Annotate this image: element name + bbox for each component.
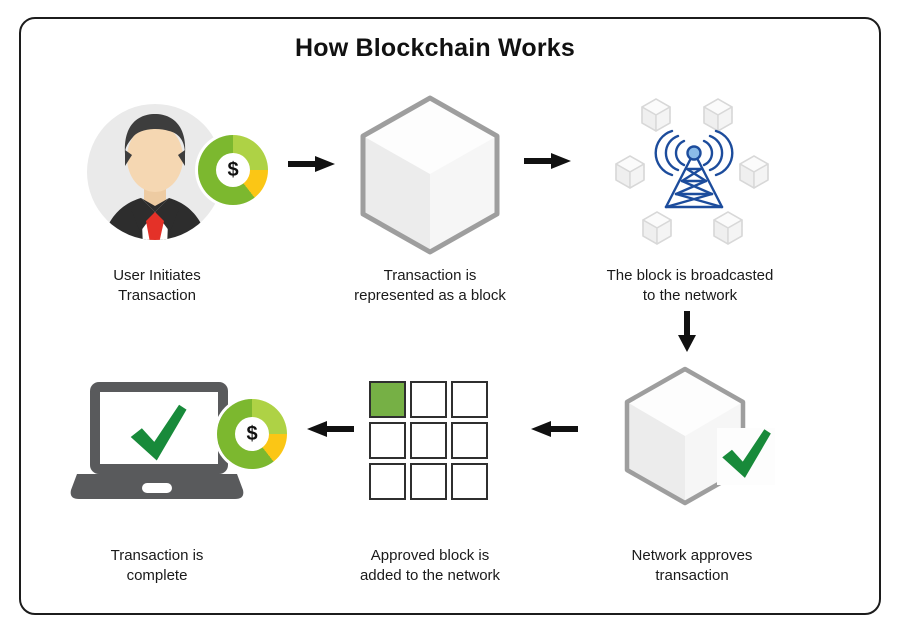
dollar-sign: $ [216,153,250,187]
grid-cell [451,463,488,500]
network-broadcast-icon [615,98,769,245]
approved-cube-icon [624,366,775,506]
grid-cell [369,422,406,459]
grid-cell [369,463,406,500]
grid-cell [451,381,488,418]
step-label-represented-as-block: Transaction is represented as a block [354,267,506,304]
arrow-left-icon [307,421,354,437]
antenna-icon [654,129,734,209]
user-avatar-icon [87,104,223,240]
grid-cell-approved [369,381,406,418]
block-grid-icon [369,381,488,500]
grid-cell [410,381,447,418]
step-label-broadcast: The block is broadcasted to the network [606,267,774,304]
dollar-sign: $ [235,417,269,451]
step-label-network-approves: Network approves transaction [631,547,753,584]
arrow-left-icon [531,421,578,437]
dollar-donut-icon: $ [198,135,268,205]
arrow-down-icon [678,311,696,352]
mini-cubes [615,98,769,245]
page-title: How Blockchain Works [295,34,575,62]
checkmark-icon [130,404,187,461]
dollar-donut-icon: $ [217,399,287,469]
grid-cell [410,422,447,459]
arrow-right-icon [524,153,571,169]
grid-cell [410,463,447,500]
step-label-complete: Transaction is complete [110,547,204,584]
step-label-approved-added: Approved block is added to the network [359,547,501,584]
grid-cell [451,422,488,459]
checkmark-icon [722,429,771,478]
arrow-right-icon [288,156,335,172]
block-cube-icon [360,95,500,255]
laptop-icon [70,382,244,499]
step-label-user-initiates: User Initiates Transaction [113,267,201,304]
